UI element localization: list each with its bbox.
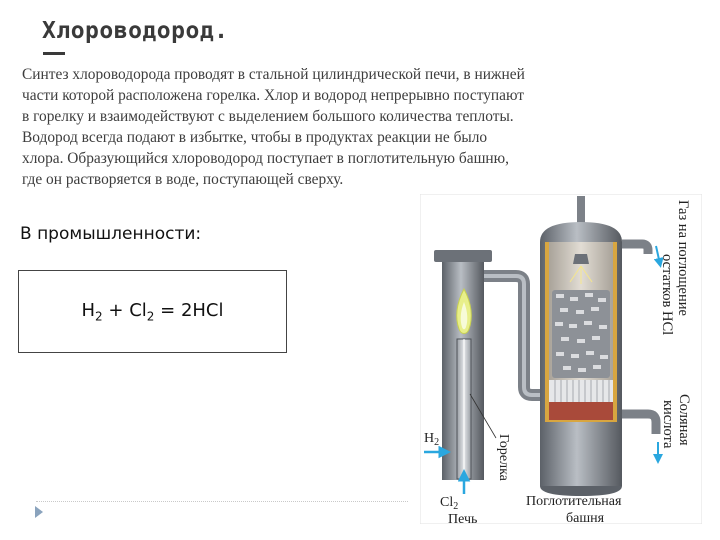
industry-label: В промышленности: (20, 224, 202, 244)
triangle-right-icon[interactable] (34, 505, 44, 519)
packing-bed (552, 290, 610, 378)
absorption-tower (540, 196, 622, 496)
paragraph-line: части которой расположена горелка. Хлор … (22, 87, 524, 104)
label-gas-out: Газ на поглощение (675, 200, 691, 316)
label-tower: Поглотительная (526, 494, 622, 509)
gas-out-arrow (653, 245, 664, 268)
label-gas-out-line2: остатков HCl (659, 254, 675, 335)
description-paragraph: Синтез хлороводорода проводят в стальной… (22, 64, 712, 190)
label-cl2: Cl2 (440, 495, 458, 512)
acid-layer (549, 402, 613, 420)
label-acid-line2: кислота (660, 400, 676, 449)
slide-title: Хлороводород. (42, 18, 229, 44)
label-acid: Соляная (676, 394, 692, 446)
paragraph-line: Синтез хлороводорода проводят в стальной… (22, 66, 525, 83)
hcl-synthesis-diagram: Газ на поглощение остатков HCl Соляная к… (420, 194, 702, 524)
slide-divider (36, 501, 408, 502)
title-underline-mark (43, 52, 65, 55)
paragraph-line: где он растворяется в воде, поступающей … (22, 171, 344, 188)
label-burner: Горелка (496, 434, 511, 482)
label-h2: H2 (424, 431, 439, 448)
formula-box: H2 + Cl2 = 2HCl (18, 270, 287, 353)
paragraph-line: Водород всегда подают в избытке, чтобы в… (22, 129, 488, 146)
furnace (434, 250, 492, 480)
label-furnace: Печь (448, 512, 477, 524)
paragraph-line: в горелку и взаимодействуют с выделением… (22, 108, 514, 125)
label-tower-line2: башня (566, 511, 605, 524)
paragraph-line: хлора. Образующийся хлороводород поступа… (22, 150, 509, 167)
formula-text: H2 + Cl2 = 2HCl (81, 299, 224, 324)
